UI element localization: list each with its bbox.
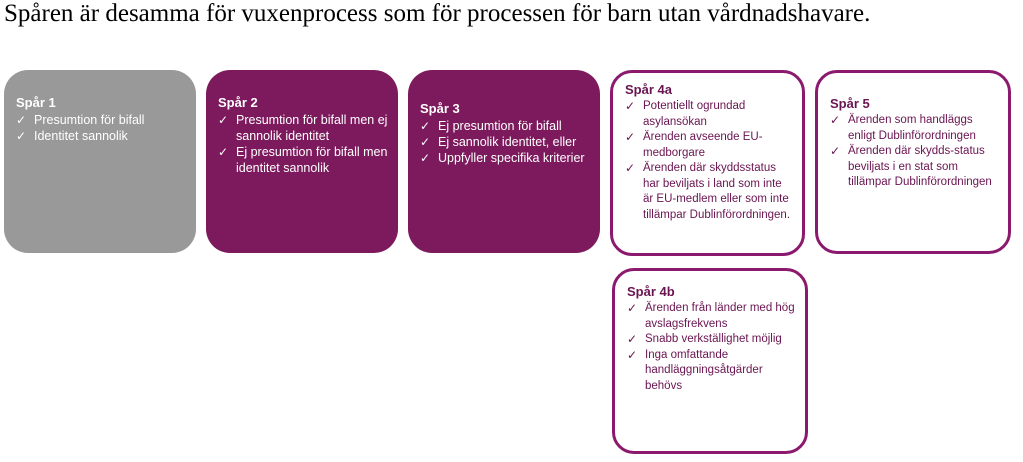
checkmark-icon: ✓ [627, 347, 638, 362]
track-title: Spår 1 [16, 95, 56, 110]
checkmark-icon: ✓ [830, 144, 841, 158]
diagram-title: Spåren är desamma för vuxenprocess som f… [4, 0, 871, 27]
checkmark-icon: ✓ [420, 135, 431, 149]
track-item: ✓ Potentiellt ogrundad asylansökan [625, 99, 794, 130]
track-item: ✓ Ej presumtion för bifall men identitet … [218, 144, 388, 176]
checkmark-icon: ✓ [625, 161, 636, 175]
track-item: ✓ Presumtion för bifall men ej sannolik i… [218, 112, 388, 144]
track-item: ✓ Ej sannolik identitet, eller [420, 134, 590, 150]
track-items: ✓ Potentiellt ogrundad asylansökan ✓ Ärend… [625, 99, 794, 223]
track-item-text: Presumtion för bifall men ej sannolik id… [236, 113, 388, 143]
track-box-spar-3: Spår 3 ✓ Ej presumtion för bifall ✓ Ej san… [408, 70, 600, 253]
track-item-text: Ej sannolik identitet, eller [438, 135, 577, 149]
track-box-spar-2: Spår 2 ✓ Presumtion för bifall men ej san… [206, 70, 398, 253]
track-title: Spår 5 [830, 96, 870, 111]
track-item-text: Ärenden från länder med hög avslagsfrekv… [645, 302, 795, 330]
track-items: ✓ Ärenden från länder med hög avslagsfrek… [627, 301, 797, 394]
track-item-text: Presumtion för bifall [34, 113, 145, 127]
checkmark-icon: ✓ [16, 129, 27, 143]
checkmark-icon: ✓ [627, 301, 638, 315]
checkmark-icon: ✓ [625, 130, 636, 144]
track-item-text: Ärenden där skydds-status beviljats i en… [848, 145, 992, 188]
checkmark-icon: ✓ [218, 113, 229, 127]
track-title: Spår 3 [420, 101, 460, 116]
track-items: ✓ Presumtion för bifall men ej sannolik i… [218, 112, 388, 176]
track-item-text: Identitet sannolik [34, 129, 128, 143]
track-box-spar-4a: Spår 4a ✓ Potentiellt ogrundad asylansöka… [610, 70, 805, 256]
track-item: ✓ Ärenden avseende EU-medborgare [625, 130, 794, 161]
checkmark-icon: ✓ [830, 113, 841, 127]
track-item-text: Potentiellt ogrundad asylansökan [643, 100, 746, 128]
track-item: ✓ Snabb verkställighet möjlig [627, 332, 797, 348]
track-item-text: Ej presumtion för bifall [438, 119, 562, 133]
checkmark-icon: ✓ [218, 145, 229, 159]
checkmark-icon: ✓ [625, 99, 636, 113]
track-item: ✓ Ärenden där skydds-status beviljats i e… [830, 144, 1000, 191]
track-item: ✓ Ärenden som handläggs enligt Dublinföro… [830, 113, 1000, 144]
track-box-spar-5: Spår 5 ✓ Ärenden som handläggs enligt Dub… [815, 70, 1011, 254]
track-items: ✓ Presumtion för bifall ✓ Identitet sannol… [16, 112, 186, 144]
track-item: ✓ Identitet sannolik [16, 128, 186, 144]
track-title: Spår 2 [218, 95, 258, 110]
track-title: Spår 4a [625, 82, 672, 97]
checkmark-icon: ✓ [627, 332, 638, 346]
track-item-text: Inga omfattande handläggningsåtgärder be… [645, 348, 763, 392]
track-item: ✓ Ej presumtion för bifall [420, 118, 590, 134]
track-item: ✓ Inga omfattande handläggningsåtgärder b… [627, 348, 797, 395]
track-item-text: Ärenden avseende EU-medborgare [643, 131, 763, 159]
track-item-text: Uppfyller specifika kriterier [438, 151, 585, 165]
checkmark-icon: ✓ [420, 119, 431, 133]
track-item-text: Snabb verkställighet möjlig [645, 333, 782, 345]
track-item: ✓ Presumtion för bifall [16, 112, 186, 128]
track-item-text: Ärenden som handläggs enligt Dublinföror… [848, 114, 976, 142]
track-title: Spår 4b [627, 284, 675, 299]
track-box-spar-1: Spår 1 ✓ Presumtion för bifall ✓ Identitet… [4, 70, 196, 253]
checkmark-icon: ✓ [420, 151, 431, 165]
track-item: ✓ Uppfyller specifika kriterier [420, 150, 590, 166]
checkmark-icon: ✓ [16, 113, 27, 127]
track-items: ✓ Ärenden som handläggs enligt Dublinföro… [830, 113, 1000, 191]
track-item-text: Ärenden där skyddsstatus har beviljats i… [643, 162, 791, 221]
track-item: ✓ Ärenden där skyddsstatus har beviljats … [625, 161, 794, 223]
track-item-text: Ej presumtion för bifall men identitet s… [236, 145, 388, 175]
track-item: ✓ Ärenden från länder med hög avslagsfrek… [627, 301, 797, 332]
track-items: ✓ Ej presumtion för bifall ✓ Ej sannolik i… [420, 118, 590, 166]
track-box-spar-4b: Spår 4b ✓ Ärenden från länder med hög avs… [612, 268, 808, 454]
